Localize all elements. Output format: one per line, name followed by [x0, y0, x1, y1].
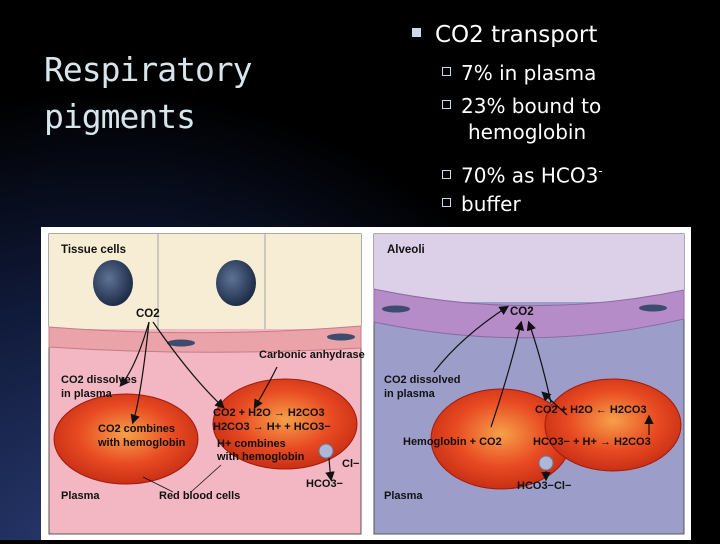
nucleus: [216, 260, 256, 306]
hollow-square-bullet-icon: [442, 170, 451, 179]
sub-bullet-hco3: 70% as HCO3-: [442, 158, 603, 189]
co2-transport-diagram: Tissue cells CO2 Carbonic anhydrase CO2 …: [41, 227, 691, 540]
right-panel: Alveoli CO2 CO2 dissolved in plasma CO2 …: [374, 234, 684, 534]
label-hco3: HCO3−: [306, 478, 343, 490]
equation-2: HCO3− + H+ → H2CO3: [533, 436, 651, 448]
sub-bullet-buffer: buffer: [442, 191, 521, 217]
sub-bullet-text: 70% as HCO3: [461, 164, 598, 188]
label-hplus-hemoglobin: with hemoglobin: [216, 451, 305, 463]
equation-1: CO2 + H2O ← H2CO3: [535, 404, 647, 416]
label-in-plasma: in plasma: [61, 388, 113, 400]
label-in-plasma: in plasma: [384, 388, 436, 400]
sub-bullet-text-cont: hemoglobin: [442, 119, 601, 145]
hollow-square-bullet-icon: [442, 100, 451, 109]
equation-1: CO2 + H2O → H2CO3: [213, 407, 325, 419]
sub-bullet-plasma: 7% in plasma: [442, 60, 596, 86]
label-alveoli: Alveoli: [387, 244, 425, 256]
label-plasma: Plasma: [384, 490, 423, 502]
label-hplus: H+ combines: [217, 438, 286, 450]
sub-bullet-text: 23% bound to: [461, 94, 601, 118]
nucleus: [93, 260, 133, 306]
bullet-main-text: CO2 transport: [435, 22, 597, 48]
superscript: -: [598, 164, 602, 178]
sub-bullet-text: buffer: [461, 192, 521, 216]
title-line-1: Respiratory: [44, 46, 344, 93]
label-tissue-cells: Tissue cells: [61, 244, 126, 256]
label-co2: CO2: [136, 308, 160, 320]
label-plasma: Plasma: [61, 490, 100, 502]
title-line-2: pigments: [44, 93, 344, 140]
hollow-square-bullet-icon: [442, 67, 451, 76]
label-with-hemoglobin: with hemoglobin: [97, 437, 186, 449]
square-bullet-icon: [412, 28, 421, 37]
label-carbonic: Carbonic anhydrase: [259, 349, 365, 361]
hollow-square-bullet-icon: [442, 198, 451, 207]
label-hemoglobin: Hemoglobin + CO2: [403, 436, 502, 448]
bullet-main: CO2 transport: [412, 18, 597, 52]
left-panel: Tissue cells CO2 Carbonic anhydrase CO2 …: [49, 234, 365, 534]
sub-bullet-text: 7% in plasma: [461, 61, 596, 85]
label-red-blood-cells: Red blood cells: [159, 490, 240, 502]
transport-protein: [319, 444, 333, 458]
label-hco3-cl: HCO3−Cl−: [517, 480, 571, 492]
red-blood-cell: [545, 379, 681, 471]
label-combines: CO2 combines: [98, 423, 175, 435]
transport-protein: [539, 456, 553, 470]
label-co2: CO2: [510, 306, 534, 318]
equation-2: H2CO3 → H+ + HCO3−: [213, 421, 331, 433]
label-dissolved: CO2 dissolved: [384, 374, 460, 386]
label-cl: Cl−: [342, 458, 359, 470]
slide-title: Respiratory pigments: [44, 46, 344, 140]
